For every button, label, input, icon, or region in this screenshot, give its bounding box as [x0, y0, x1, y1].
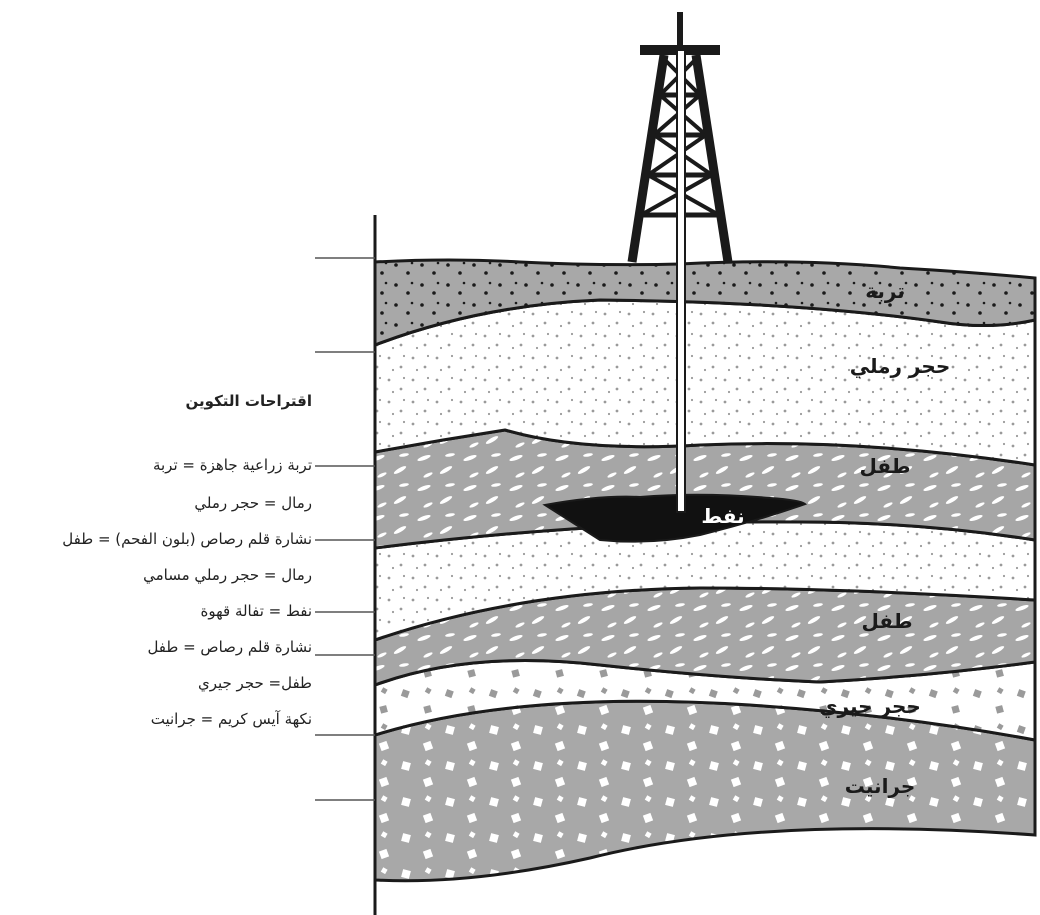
suggestion-item: نشارة قلم رصاص (بلون الفحم) = طفل	[62, 530, 312, 548]
suggestion-item: تربة زراعية جاهزة = تربة	[152, 456, 312, 474]
layer-label-granite: جرانيت	[845, 774, 916, 798]
layer-label-limestone: حجر جيري	[819, 694, 921, 719]
suggestion-item: نشارة قلم رصاص = طفل	[147, 638, 312, 656]
suggestion-item: نفط = تفالة قهوة	[200, 602, 312, 620]
layer-soil	[373, 258, 1037, 348]
suggestion-item: نكهة آيس كريم = جرانيت	[150, 710, 312, 728]
layer-label-soil: تربة	[865, 279, 905, 303]
suggestion-item: رمال = حجر رملي	[194, 494, 312, 512]
suggestion-item: طفل= حجر جيري	[197, 674, 312, 692]
suggestions-heading: اقتراحات التكوين	[185, 392, 312, 410]
layer-granite	[373, 699, 1037, 883]
oil-pocket	[542, 493, 808, 543]
layer-label-oil: نفط	[701, 504, 744, 528]
leader-lines	[315, 257, 375, 801]
drill-pipe	[676, 49, 686, 513]
layer-label-sandstone: حجر رملي	[850, 354, 951, 379]
layer-label-shale-upper: طفل	[859, 454, 910, 478]
layer-label-shale-lower: طفل	[861, 609, 912, 633]
suggestion-item: رمال = حجر رملي مسامي	[143, 566, 312, 584]
